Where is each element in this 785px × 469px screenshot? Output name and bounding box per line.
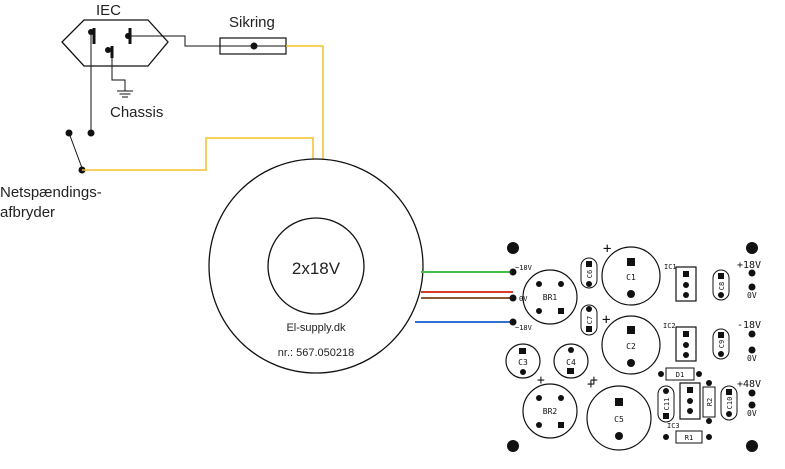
iec-label: IEC	[96, 2, 121, 19]
chassis-ground-symbol	[111, 58, 133, 98]
toroidal-transformer	[208, 158, 424, 374]
transformer-voltage: 2x18V	[292, 259, 341, 278]
mains-switch-symbol	[65, 32, 95, 174]
c2-label: C2	[626, 342, 636, 351]
output-2-ground-label: 0V	[747, 354, 757, 363]
pcb-input-3-label: ~18V	[515, 324, 533, 332]
output-3-ground-label: 0V	[747, 409, 757, 418]
switch-label-line2: afbryder	[0, 204, 55, 221]
ic1-label: IC1	[664, 263, 677, 271]
wire-switch-to-transformer	[82, 137, 314, 171]
svg-text:+: +	[602, 312, 610, 328]
br2-label: BR2	[543, 407, 558, 416]
c10-label: C10	[726, 397, 734, 410]
pcb-board: + +	[505, 241, 758, 452]
c3-label: C3	[518, 358, 528, 367]
wire-iec-to-fuse	[128, 35, 220, 47]
br1-label: BR1	[543, 293, 558, 302]
mounting-hole	[507, 440, 519, 452]
mounting-hole	[746, 440, 758, 452]
chassis-label: Chassis	[110, 104, 163, 121]
output-1-ground-label: 0V	[747, 291, 757, 300]
ic2-label: IC2	[663, 322, 676, 330]
c9-label: C9	[718, 340, 726, 348]
mounting-hole	[507, 242, 519, 254]
c8-label: C8	[718, 282, 726, 290]
ic3-label: IC3	[667, 422, 680, 430]
c6-label: C6	[586, 270, 594, 278]
switch-label-line1: Netspændings-	[0, 184, 102, 201]
fuse-symbol	[219, 37, 287, 55]
c5-label: C5	[614, 415, 624, 424]
wire-fuse-to-transformer	[286, 45, 324, 160]
svg-text:+: +	[590, 373, 598, 388]
transformer-brand: El-supply.dk	[286, 322, 346, 334]
c4-label: C4	[566, 358, 576, 367]
output-1-label: +18V	[737, 260, 761, 271]
fuse-label: Sikring	[229, 14, 275, 31]
mounting-hole	[746, 242, 758, 254]
output-2-label: -18V	[737, 320, 761, 331]
c11-label: C11	[663, 398, 671, 411]
svg-text:+: +	[587, 377, 595, 392]
r1-label: R1	[685, 434, 693, 442]
c1-label: C1	[626, 273, 636, 282]
r2-label: R2	[706, 398, 714, 406]
d1-label: D1	[676, 371, 684, 379]
output-3-label: +48V	[737, 379, 761, 390]
transformer-part-number: nr.: 567.050218	[278, 347, 354, 359]
pcb-input-2-label: 0V	[519, 295, 528, 303]
svg-text:+: +	[537, 373, 545, 388]
pcb-input-1-label: ~18V	[515, 264, 533, 272]
c7-label: C7	[586, 316, 594, 324]
iec-inlet	[61, 19, 169, 67]
svg-text:+: +	[603, 241, 611, 257]
